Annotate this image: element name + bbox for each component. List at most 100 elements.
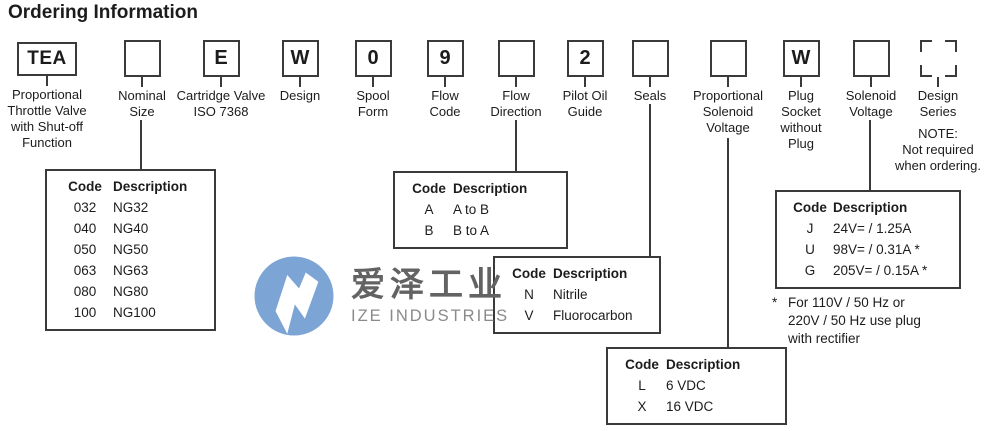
field-label: Seals: [633, 88, 667, 103]
table-header-description: Description: [453, 181, 528, 196]
connector-line-nominal-size: [140, 120, 142, 169]
table-cell-code: B: [424, 223, 434, 238]
dashed-corner: [919, 40, 932, 52]
table-cell-code: 050: [73, 242, 97, 257]
table-cell-description: NG40: [113, 221, 149, 236]
table-header-row: Code Description: [618, 354, 777, 375]
table-row: B B to A: [405, 220, 558, 241]
table-cell-description: A to B: [453, 202, 490, 217]
prop-solenoid-voltage-table: Code Description L 6 VDC X 16 VDC: [606, 347, 787, 425]
connector-tick: [937, 77, 939, 87]
field-flow-direction: Flow Direction: [461, 40, 571, 120]
field-label: Plug Socket without Plug: [780, 88, 822, 151]
table-header-description: Description: [553, 266, 628, 281]
table-row: 050 NG50: [57, 239, 206, 260]
code-box-value: W: [791, 47, 811, 69]
seals-table: Code Description N Nitrile V Fluorocarbo…: [493, 256, 661, 334]
connector-tick: [515, 77, 517, 87]
table-header-code: Code: [412, 181, 446, 196]
code-box: [497, 40, 535, 77]
table-cell-code: 080: [73, 284, 97, 299]
table-header-code: Code: [68, 179, 102, 194]
dashed-corner: [944, 65, 957, 77]
flow-direction-table: Code Description A A to B B B to A: [393, 171, 568, 249]
field-seals: Seals: [595, 40, 705, 104]
code-box: 2: [566, 40, 604, 77]
code-box: 9: [426, 40, 464, 77]
table-cell-code: G: [804, 263, 816, 278]
table-header-row: Code Description: [505, 263, 651, 284]
table-cell-description: Nitrile: [553, 287, 588, 302]
field-label: Pilot Oil Guide: [562, 88, 608, 119]
table-cell-description: 16 VDC: [666, 399, 714, 414]
table-cell-description: 205V= / 0.15A *: [833, 263, 928, 278]
page-title: Ordering Information: [8, 2, 198, 23]
field-plug-socket: W Plug Socket without Plug: [746, 40, 856, 152]
field-flow-code: 9 Flow Code: [390, 40, 500, 120]
table-row: 100 NG100: [57, 302, 206, 323]
logo-n-shape: [275, 272, 319, 334]
field-label: Proportional Throttle Valve with Shut-of…: [7, 87, 87, 150]
table-header-row: Code Description: [57, 176, 206, 197]
table-header-code: Code: [793, 200, 827, 215]
table-row: U 98V= / 0.31A *: [787, 239, 951, 260]
table-cell-description: B to A: [453, 223, 490, 238]
code-box-value: E: [214, 47, 228, 69]
footnote-marker: *: [772, 295, 778, 310]
code-box-value: 0: [367, 47, 379, 69]
field-label: Cartridge Valve ISO 7368: [176, 88, 266, 119]
code-box: 0: [354, 40, 392, 77]
table-cell-code: U: [805, 242, 815, 257]
connector-tick: [584, 77, 586, 87]
table-cell-code: 100: [73, 305, 97, 320]
table-cell-description: NG63: [113, 263, 149, 278]
field-label: Flow Code: [429, 88, 461, 119]
code-box: TEA: [17, 42, 77, 76]
code-box: W: [281, 40, 319, 77]
table-cell-code: 063: [73, 263, 97, 278]
table-header-description: Description: [833, 200, 908, 215]
connector-tick: [800, 77, 802, 87]
connector-tick: [141, 77, 143, 87]
table-row: G 205V= / 0.15A *: [787, 260, 951, 281]
watermark-text: 爱泽工业 IZE INDUSTRIES: [351, 266, 509, 326]
table-cell-code: A: [424, 202, 434, 217]
field-design-series: Design Series NOTE: Not required when or…: [883, 40, 993, 174]
connector-tick: [727, 77, 729, 87]
dashed-corner: [919, 65, 932, 77]
code-box: [123, 40, 161, 77]
table-row: N Nitrile: [505, 284, 651, 305]
table-cell-code: X: [637, 399, 647, 414]
table-header-code: Code: [512, 266, 546, 281]
table-cell-code: L: [638, 378, 646, 393]
footnote-text: For 110V / 50 Hz or 220V / 50 Hz use plu…: [788, 295, 921, 346]
table-header-description: Description: [666, 357, 741, 372]
table-cell-code: J: [806, 221, 814, 236]
table-row: L 6 VDC: [618, 375, 777, 396]
connector-line-prop-solenoid-voltage: [727, 138, 729, 347]
code-box-value: 2: [579, 47, 591, 69]
ize-logo-icon: [254, 256, 334, 336]
field-pilot-oil-guide: 2 Pilot Oil Guide: [530, 40, 640, 120]
table-row: 063 NG63: [57, 260, 206, 281]
voltage-footnote: * For 110V / 50 Hz or 220V / 50 Hz use p…: [772, 294, 972, 348]
table-row: A A to B: [405, 199, 558, 220]
table-cell-description: 98V= / 0.31A *: [833, 242, 920, 257]
table-row: 032 NG32: [57, 197, 206, 218]
connector-tick: [870, 77, 872, 87]
connector-line-seals: [649, 104, 651, 257]
table-cell-code: V: [524, 308, 534, 323]
table-cell-description: NG80: [113, 284, 149, 299]
watermark-en-text: IZE INDUSTRIES: [351, 307, 510, 326]
field-label: Design: [279, 88, 321, 103]
table-row: X 16 VDC: [618, 396, 777, 417]
field-design: W Design: [245, 40, 355, 104]
field-solenoid-voltage: Solenoid Voltage: [816, 40, 926, 120]
table-cell-code: 032: [73, 200, 97, 215]
field-proportional-solenoid-voltage: Proportional Solenoid Voltage: [673, 40, 783, 136]
table-row: 040 NG40: [57, 218, 206, 239]
code-box: [709, 40, 747, 77]
watermark: 爱泽工业 IZE INDUSTRIES: [252, 254, 509, 338]
code-box-value: TEA: [27, 48, 67, 69]
